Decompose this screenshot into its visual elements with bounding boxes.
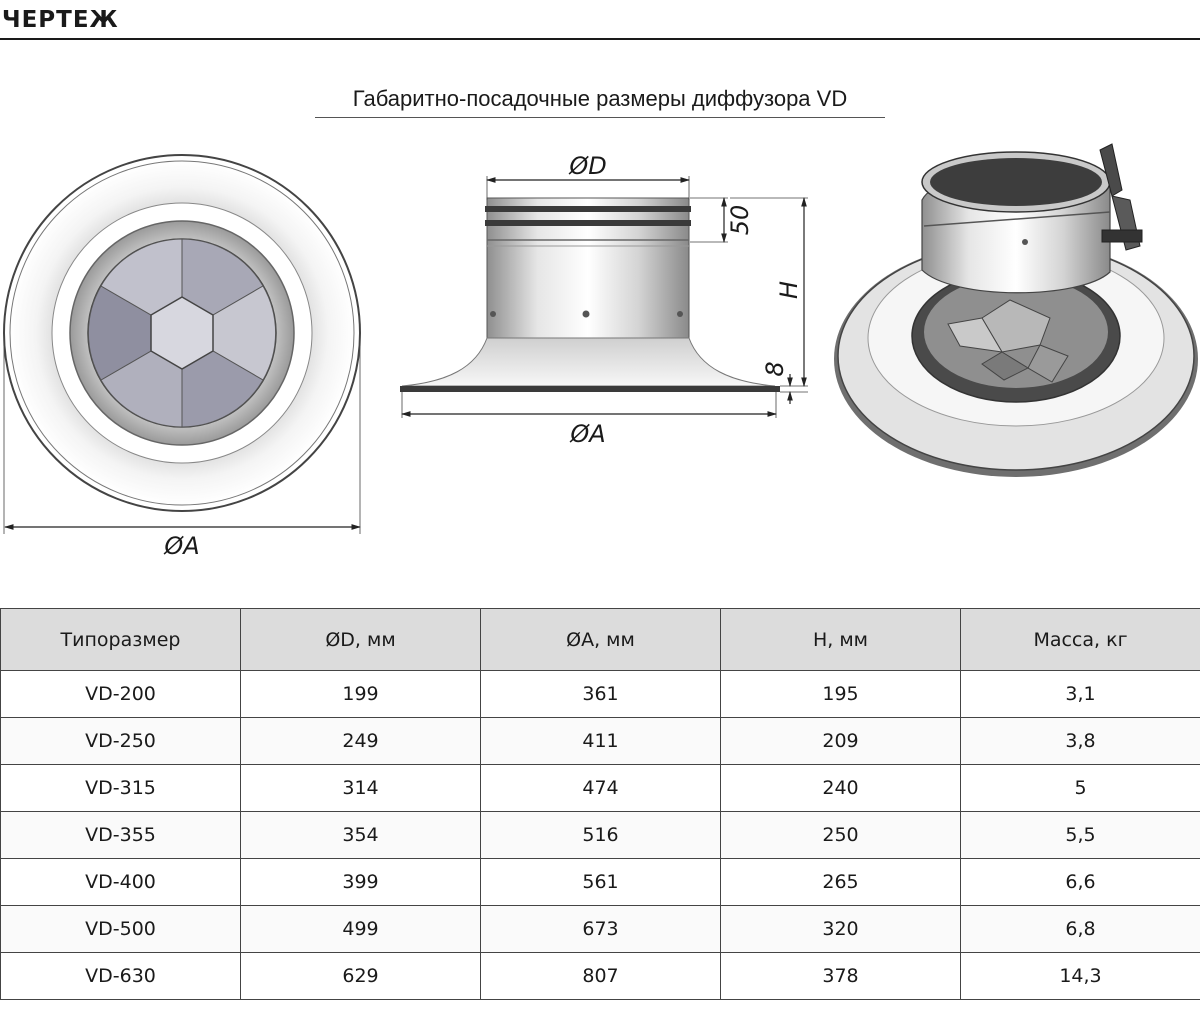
- cell-h: 265: [720, 858, 961, 906]
- table-row: VD-630 629 807 378 14,3: [0, 952, 1200, 1000]
- header: ЧЕРТЕЖ: [0, 0, 1200, 40]
- cell-size: VD-355: [0, 811, 241, 859]
- side-dimension-d-label: ØD: [568, 152, 606, 180]
- header-title: ЧЕРТЕЖ: [2, 7, 119, 33]
- cell-mass: 6,8: [960, 905, 1200, 953]
- header-rule: [0, 38, 1200, 40]
- cell-size: VD-400: [0, 858, 241, 906]
- cell-size: VD-200: [0, 670, 241, 718]
- cell-h: 209: [720, 717, 961, 765]
- table-header-row: Типоразмер ØD, мм ØA, мм H, мм Масса, кг: [0, 608, 1200, 671]
- header-cell-a: ØA, мм: [480, 608, 721, 671]
- technical-drawing: ØA ØD ØA 50 H 8: [3, 143, 1198, 560]
- front-view: ØA: [3, 154, 361, 560]
- iso-blade-group: [947, 299, 1069, 383]
- side-dimension-8-label: 8: [761, 361, 789, 376]
- cell-d: 629: [240, 952, 481, 1000]
- cell-a: 411: [480, 717, 721, 765]
- cell-size: VD-250: [0, 717, 241, 765]
- cell-h: 250: [720, 811, 961, 859]
- table-row: VD-400 399 561 265 6,6: [0, 858, 1200, 906]
- cell-d: 314: [240, 764, 481, 812]
- cell-a: 673: [480, 905, 721, 953]
- side-dimension-50-label: 50: [726, 205, 754, 236]
- table-row: VD-355 354 516 250 5,5: [0, 811, 1200, 859]
- cell-mass: 3,8: [960, 717, 1200, 765]
- caption-underline: [315, 117, 885, 118]
- cell-mass: 3,1: [960, 670, 1200, 718]
- header-cell-h: H, мм: [720, 608, 961, 671]
- table-row: VD-250 249 411 209 3,8: [0, 717, 1200, 765]
- front-dimension-a-label: ØA: [163, 532, 199, 560]
- cell-mass: 5: [960, 764, 1200, 812]
- drawing-caption: Габаритно-посадочные размеры диффузора V…: [352, 86, 848, 111]
- cell-a: 561: [480, 858, 721, 906]
- cell-d: 499: [240, 905, 481, 953]
- cell-h: 195: [720, 670, 961, 718]
- header-cell-mass: Масса, кг: [960, 608, 1200, 671]
- cell-d: 249: [240, 717, 481, 765]
- table-row: VD-315 314 474 240 5: [0, 764, 1200, 812]
- cell-a: 361: [480, 670, 721, 718]
- cell-a: 474: [480, 764, 721, 812]
- cell-size: VD-500: [0, 905, 241, 953]
- cell-mass: 14,3: [960, 952, 1200, 1000]
- cell-h: 240: [720, 764, 961, 812]
- cell-d: 354: [240, 811, 481, 859]
- table-row: VD-500 499 673 320 6,8: [0, 905, 1200, 953]
- cell-h: 378: [720, 952, 961, 1000]
- table-row: VD-200 199 361 195 3,1: [0, 670, 1200, 718]
- cell-a: 807: [480, 952, 721, 1000]
- header-cell-d: ØD, мм: [240, 608, 481, 671]
- cell-d: 199: [240, 670, 481, 718]
- cell-a: 516: [480, 811, 721, 859]
- isometric-view: [834, 143, 1198, 477]
- cell-mass: 6,6: [960, 858, 1200, 906]
- header-cell-size: Типоразмер: [0, 608, 241, 671]
- side-dimension-a-label: ØA: [569, 420, 605, 448]
- cell-mass: 5,5: [960, 811, 1200, 859]
- side-dimension-h-label: H: [775, 281, 803, 299]
- specifications-table: Типоразмер ØD, мм ØA, мм H, мм Масса, кг…: [0, 608, 1200, 1000]
- damper-handle: [1099, 143, 1143, 251]
- cell-h: 320: [720, 905, 961, 953]
- side-view: ØD ØA 50 H 8: [400, 152, 808, 448]
- cell-size: VD-315: [0, 764, 241, 812]
- cell-d: 399: [240, 858, 481, 906]
- cell-size: VD-630: [0, 952, 241, 1000]
